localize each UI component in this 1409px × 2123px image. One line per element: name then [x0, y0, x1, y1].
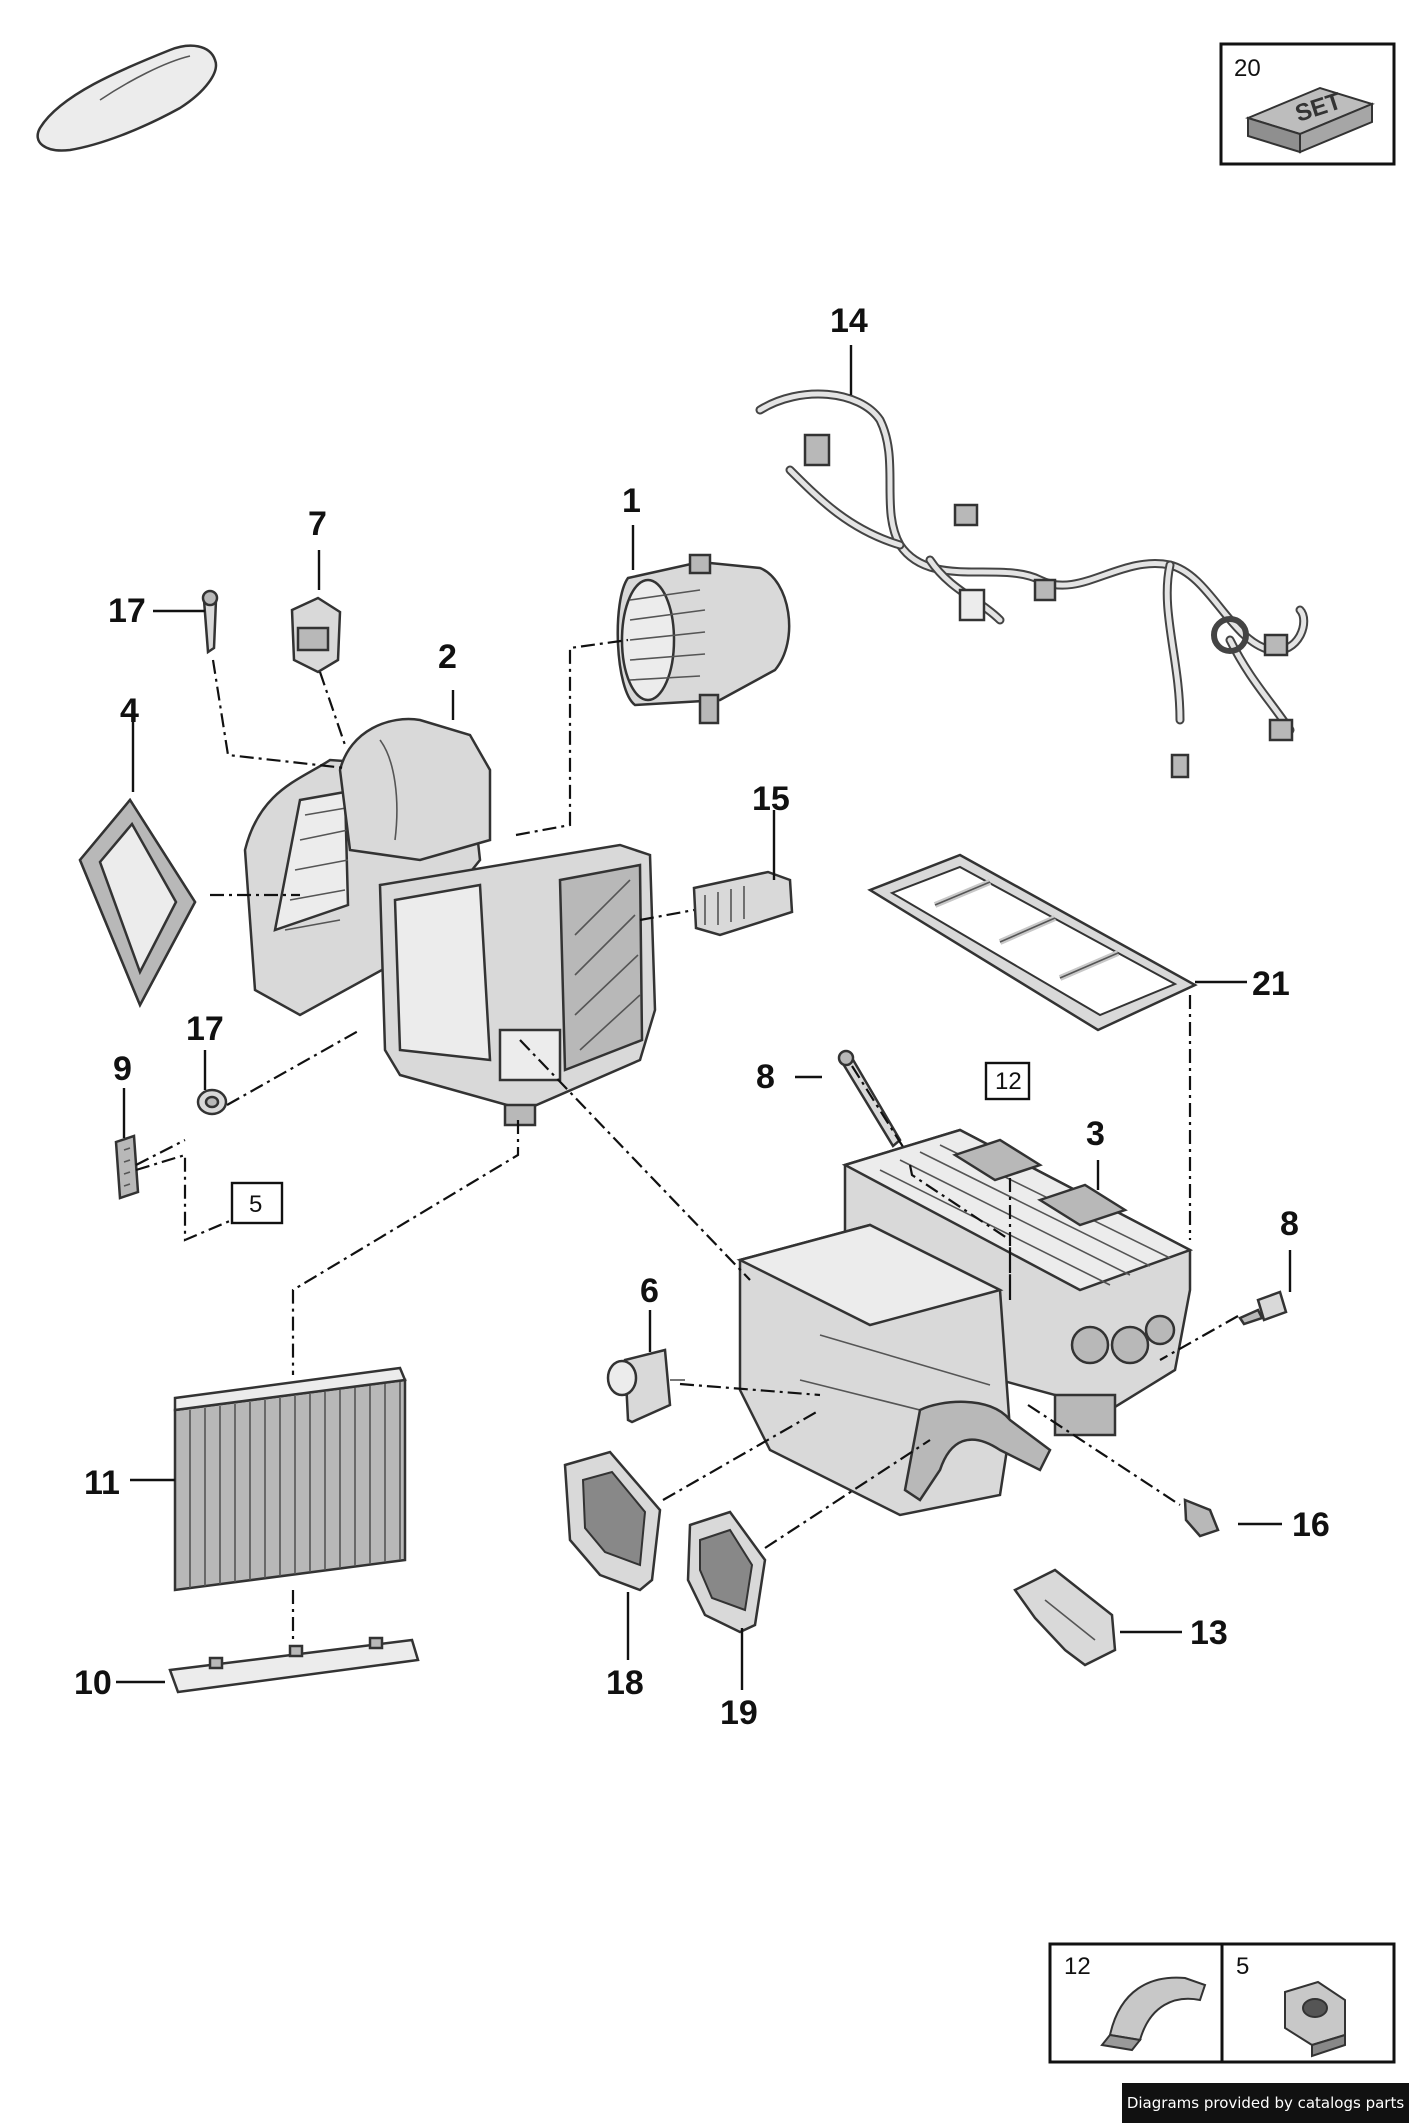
callout-15: 15: [752, 780, 790, 818]
heater-box: [736, 1128, 1194, 1517]
callout-8-right: 8: [1280, 1205, 1299, 1243]
callout-labels: 1 2 3 4 6 7 8 8 9 10 11 13 14 15 16 17 1…: [74, 302, 1330, 1732]
temperature-sensor-left: [837, 1049, 902, 1148]
set-block-icon: SET: [1245, 86, 1375, 154]
boxed-ref-12-label: 12: [995, 1068, 1022, 1095]
legend-item-12-label: 12: [1064, 1953, 1091, 1980]
credit-banner: Diagrams provided by catalogs parts: [1122, 2083, 1409, 2123]
seal-gasket: [78, 797, 197, 1008]
callout-17-lower: 17: [186, 1010, 224, 1048]
callout-18: 18: [606, 1664, 644, 1702]
grommet: [196, 1088, 228, 1116]
callout-8-left: 8: [756, 1058, 775, 1096]
set-box-number: 20: [1234, 55, 1261, 82]
callout-21: 21: [1252, 965, 1290, 1003]
car-silhouette-icon: [36, 44, 218, 152]
mounting-bracket: [1013, 1568, 1117, 1667]
callout-19: 19: [720, 1694, 758, 1732]
callout-14: 14: [830, 302, 868, 340]
wiring-harness: [755, 389, 1309, 779]
boxed-ref-5: 5: [230, 1181, 284, 1225]
callout-1: 1: [622, 482, 641, 520]
air-duct-left: [563, 1450, 662, 1592]
evaporator-housing-upper: [378, 843, 657, 1127]
blower-motor: [616, 553, 791, 725]
filter-cover: [168, 1636, 420, 1694]
actuator-motor: [290, 596, 342, 674]
callout-9: 9: [113, 1050, 132, 1088]
callout-7: 7: [308, 505, 327, 543]
temperature-sensor-top: [201, 589, 219, 655]
boxed-ref-12: 12: [984, 1061, 1031, 1101]
blower-housing: [243, 717, 492, 1017]
clip-icon: [1100, 1976, 1207, 2052]
callout-3: 3: [1086, 1115, 1105, 1153]
sensor-plug: [1183, 1498, 1220, 1538]
callout-10: 10: [74, 1664, 112, 1702]
callout-6: 6: [640, 1272, 659, 1310]
temperature-sensor-right: [1238, 1290, 1288, 1326]
pollen-filter: [173, 1366, 407, 1592]
callout-17-top: 17: [108, 592, 146, 630]
callout-13: 13: [1190, 1614, 1228, 1652]
nut-icon: [1284, 1980, 1346, 2058]
callout-4: 4: [120, 692, 139, 730]
expansion-valve: [606, 1348, 685, 1424]
callout-16: 16: [1292, 1506, 1330, 1544]
leader-lines: [116, 345, 1292, 1690]
filter-frame: [867, 853, 1198, 1032]
callout-11: 11: [84, 1464, 120, 1502]
legend-item-5-label: 5: [1236, 1953, 1249, 1980]
boxed-ref-5-label: 5: [249, 1191, 262, 1218]
callout-2: 2: [438, 638, 457, 676]
set-box: 20 SET: [1219, 42, 1396, 166]
blower-resistor: [692, 870, 794, 937]
connector-plug: [114, 1134, 140, 1200]
air-duct-right: [686, 1510, 767, 1634]
assembly-lines: [135, 638, 1239, 1640]
legend-box: 12 5: [1048, 1942, 1396, 2064]
